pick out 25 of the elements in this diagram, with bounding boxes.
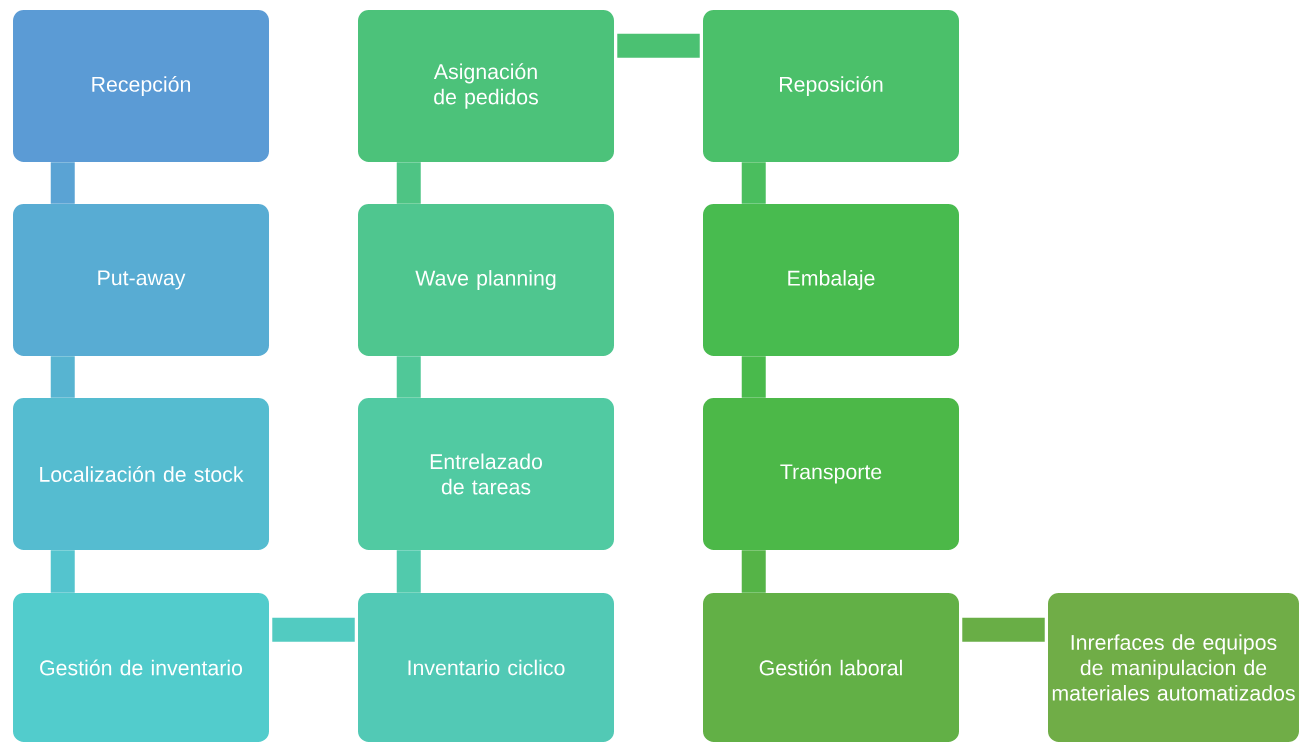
connector-bar	[50, 550, 75, 593]
connector-bar	[741, 550, 766, 593]
connector-bar	[396, 162, 421, 204]
process-box: Inventario ciclico	[358, 593, 614, 742]
process-box: Put-away	[13, 204, 269, 356]
connector-bar	[396, 550, 421, 593]
process-box: Asignación de pedidos	[358, 10, 614, 162]
process-box: Inrerfaces de equipos de manipulacion de materiales automatizados	[1048, 593, 1299, 742]
process-box: Reposición	[703, 10, 959, 162]
process-box: Recepción	[13, 10, 269, 162]
connector-bar	[962, 617, 1045, 642]
connector-bar	[741, 356, 766, 398]
connector-bar	[50, 356, 75, 398]
connector-bar	[396, 356, 421, 398]
process-box: Localización de stock	[13, 398, 269, 550]
process-box: Wave planning	[358, 204, 614, 356]
connector-bar	[50, 162, 75, 204]
process-box: Entrelazado de tareas	[358, 398, 614, 550]
process-box: Gestión laboral	[703, 593, 959, 742]
process-box: Gestión de inventario	[13, 593, 269, 742]
connector-bar	[617, 33, 700, 58]
connector-bar	[272, 617, 355, 642]
process-box: Transporte	[703, 398, 959, 550]
connector-bar	[741, 162, 766, 204]
process-box: Embalaje	[703, 204, 959, 356]
